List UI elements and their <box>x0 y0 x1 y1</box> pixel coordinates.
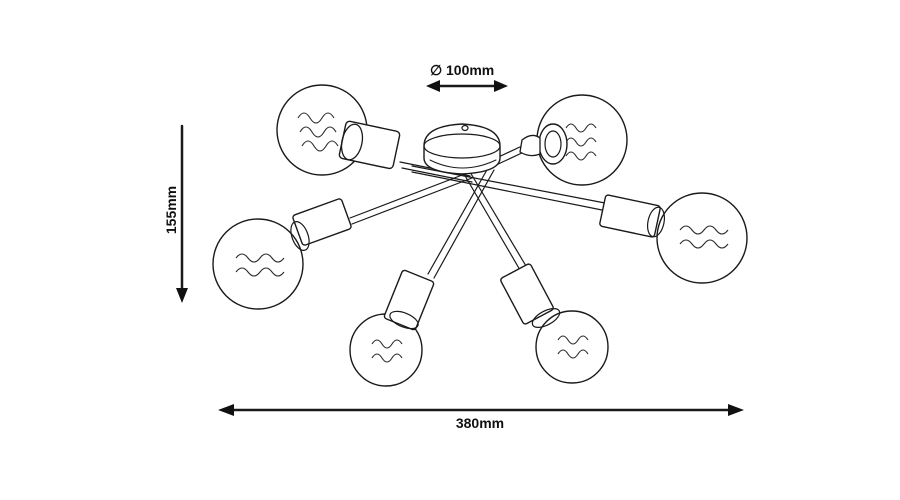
diameter-dimension: ∅ 100mm <box>426 62 508 92</box>
diameter-arrow-right-head <box>494 80 508 92</box>
diameter-label: 100mm <box>446 62 494 78</box>
ceiling-lamp-illustration <box>212 84 748 387</box>
width-dimension: 380mm <box>218 404 744 431</box>
bulb-top-right <box>519 94 628 186</box>
diameter-symbol: ∅ <box>430 62 442 78</box>
width-arrow-left-head <box>218 404 234 416</box>
width-label: 380mm <box>456 415 504 431</box>
bulb-left-middle <box>212 198 352 310</box>
height-arrow-head <box>176 288 188 303</box>
bulb-bottom-right <box>500 263 609 384</box>
bulb-right-middle <box>599 192 748 284</box>
width-arrow-right-head <box>728 404 744 416</box>
height-dimension: 155mm <box>163 124 188 303</box>
bulb-top-left <box>276 84 401 176</box>
bulb-bottom-left <box>349 269 435 387</box>
diameter-arrow-left-head <box>426 80 440 92</box>
height-label: 155mm <box>163 186 179 234</box>
ceiling-canopy <box>423 123 501 175</box>
